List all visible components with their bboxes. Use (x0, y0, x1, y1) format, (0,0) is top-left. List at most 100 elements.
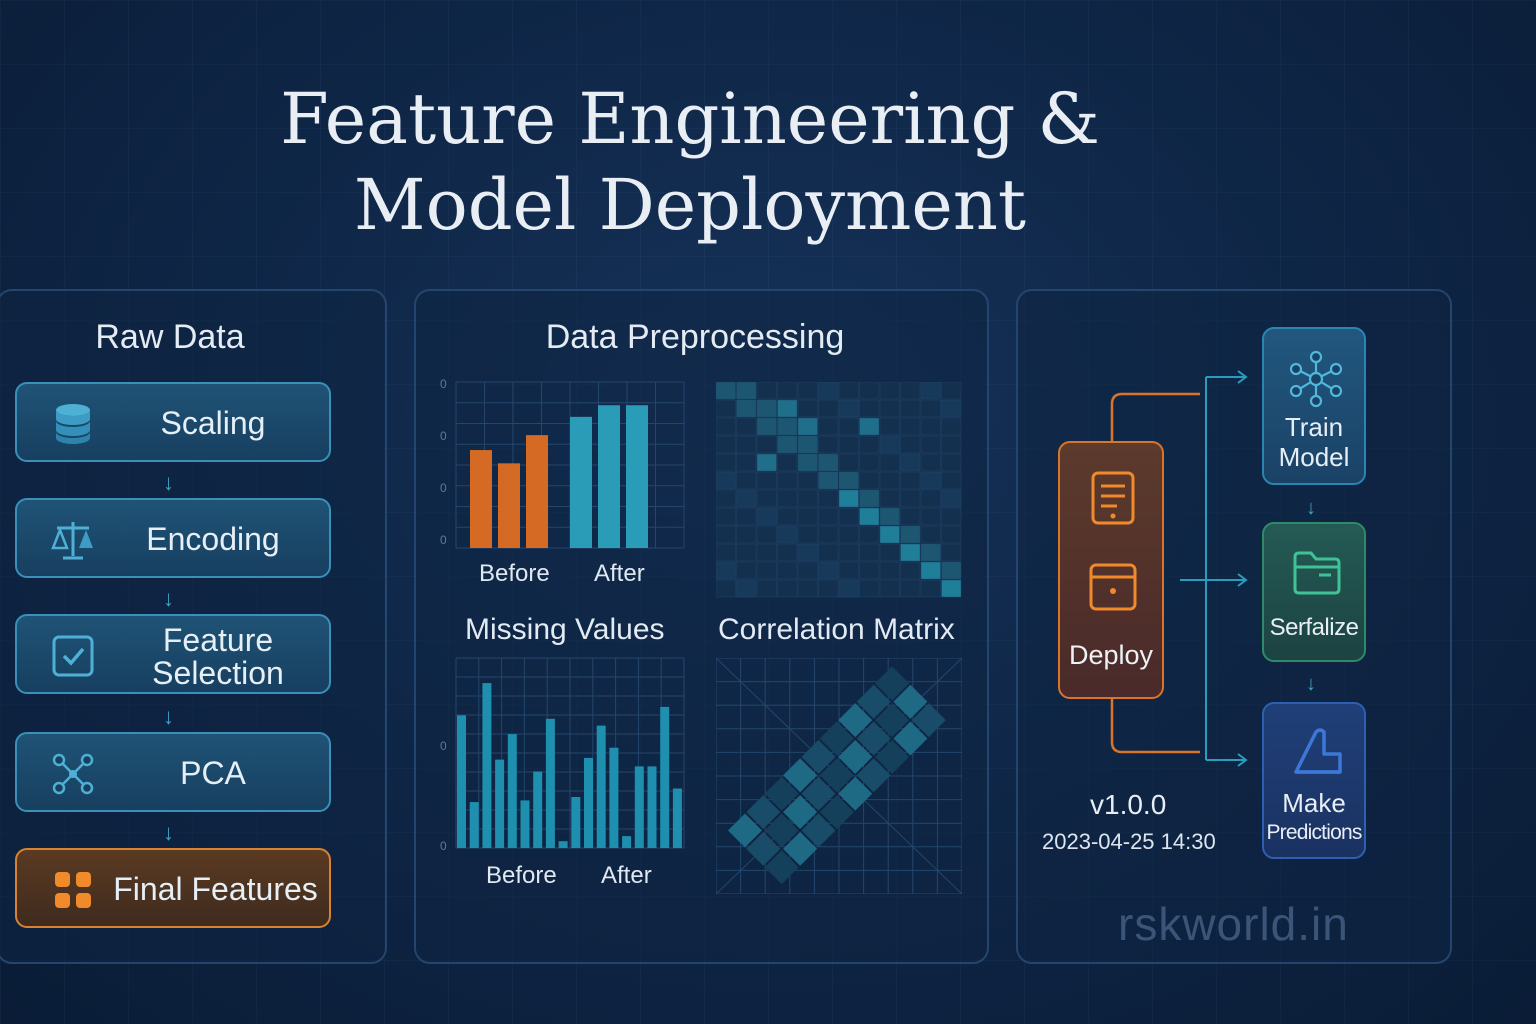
distribution-bar (672, 788, 682, 848)
heatmap-cell (838, 739, 873, 774)
serialize-node[interactable]: Serfalize (1262, 522, 1366, 662)
deploy-node[interactable]: Deploy (1058, 441, 1164, 699)
heatmap-cell (818, 507, 839, 526)
heatmap-cell (777, 453, 798, 472)
train-model-node[interactable]: Train Model (1262, 327, 1366, 485)
heatmap-cell (900, 543, 921, 562)
distribution-bar (558, 841, 568, 848)
heatmap-cell (859, 399, 880, 418)
step-label: Scaling (160, 405, 266, 441)
heatmap-cell (716, 561, 736, 580)
heatmap-cell (920, 561, 941, 580)
heatmap-cell (716, 489, 736, 508)
heatmap-cell (941, 435, 962, 454)
heatmap-cell (941, 417, 962, 436)
heatmap-cell (879, 543, 900, 562)
make-predictions-node[interactable]: Make Predictions (1262, 702, 1366, 859)
heatmap-cell (797, 453, 818, 472)
heatmap-cell (879, 382, 900, 400)
y-tick-label: 0 (440, 839, 447, 853)
heatmap-cell (797, 561, 818, 580)
bar-after (626, 405, 648, 548)
heatmap-cell (818, 579, 839, 598)
heatmap-cell (859, 435, 880, 454)
step-encoding[interactable]: Encoding (15, 498, 331, 578)
y-tick-label: 0 (440, 533, 447, 547)
heatmap-cell (736, 561, 757, 580)
version-label: v1.0.0 (1090, 789, 1167, 820)
heatmap-cell (838, 489, 859, 508)
arrow-down-icon: ↓ (163, 704, 174, 729)
step-feature-selection[interactable]: Feature Selection (15, 614, 331, 694)
serialize-label: Serfalize (1269, 614, 1359, 641)
grid-squares-icon (55, 872, 91, 908)
heatmap-cell (756, 543, 777, 562)
page-title-line2: Model Deployment (353, 164, 1027, 246)
bar-before (470, 450, 492, 548)
brand-watermark: rskworld.in (1118, 898, 1349, 950)
heatmap-cell (941, 543, 962, 562)
balance-scale-icon (51, 522, 93, 560)
heatmap-cell (879, 507, 900, 526)
bar-after (570, 416, 592, 548)
heatmap-cell (716, 525, 736, 544)
heatmap-cell (859, 561, 880, 580)
heatmap-cell (879, 525, 900, 544)
package-box-icon (1089, 563, 1137, 611)
step-pca[interactable]: PCA (15, 732, 331, 812)
heatmap-cell (716, 435, 736, 454)
heatmap-cell (859, 417, 880, 436)
heatmap-cell (900, 471, 921, 490)
heatmap-cell (900, 489, 921, 508)
heatmap-cell (756, 435, 777, 454)
heatmap-cell (736, 471, 757, 490)
heatmap-cell (716, 543, 736, 562)
data-preprocessing-title: Data Preprocessing (545, 318, 845, 356)
step-final-features[interactable]: Final Features (15, 848, 331, 928)
heatmap-cell (736, 382, 757, 400)
heatmap-cell (838, 382, 859, 400)
heatmap-cell (736, 399, 757, 418)
heatmap-cell (900, 561, 921, 580)
distribution-bar-chart: 00 (440, 657, 685, 853)
heatmap-cell (941, 489, 962, 508)
predict-label-1: Make (1282, 788, 1346, 818)
heatmap-cell (920, 471, 941, 490)
heatmap-cell (777, 417, 798, 436)
checkbox-icon (52, 635, 94, 677)
train-label-2: Model (1278, 442, 1350, 472)
step-scaling[interactable]: Scaling (15, 382, 331, 462)
heatmap-cell (777, 507, 798, 526)
heatmap-cell (920, 435, 941, 454)
distribution-bar (545, 718, 555, 848)
missing-values-title: Missing Values (465, 613, 665, 646)
heatmap-cell (746, 795, 781, 830)
heatmap-cell (893, 721, 928, 756)
heatmap-cell (736, 453, 757, 472)
heatmap-cell (838, 417, 859, 436)
heatmap-cell (716, 399, 736, 418)
folder-icon (1293, 551, 1341, 595)
heatmap-cell (818, 399, 839, 418)
heatmap-cell (920, 525, 941, 544)
database-icon (56, 404, 90, 444)
step-label: Encoding (146, 521, 280, 557)
heatmap-cell (716, 579, 736, 598)
heatmap-cell (756, 561, 777, 580)
distribution-bar (584, 757, 593, 848)
distribution-bar (647, 766, 657, 848)
heatmap-cell (941, 561, 962, 580)
heatmap-cell (756, 507, 777, 526)
document-icon (1091, 471, 1135, 525)
correlation-matrix-heatmap (716, 382, 962, 598)
heatmap-cell (879, 471, 900, 490)
wedge-chart-icon (1294, 728, 1342, 774)
arrow-down-icon: ↓ (163, 586, 174, 611)
heatmap-cell (900, 453, 921, 472)
correlation-matrix-title: Correlation Matrix (718, 613, 955, 646)
connector-lines (1110, 370, 1248, 767)
distribution-bar (495, 759, 505, 848)
heatmap-cell (736, 579, 757, 598)
heatmap-cell (838, 776, 873, 811)
heatmap-cell (777, 579, 798, 598)
